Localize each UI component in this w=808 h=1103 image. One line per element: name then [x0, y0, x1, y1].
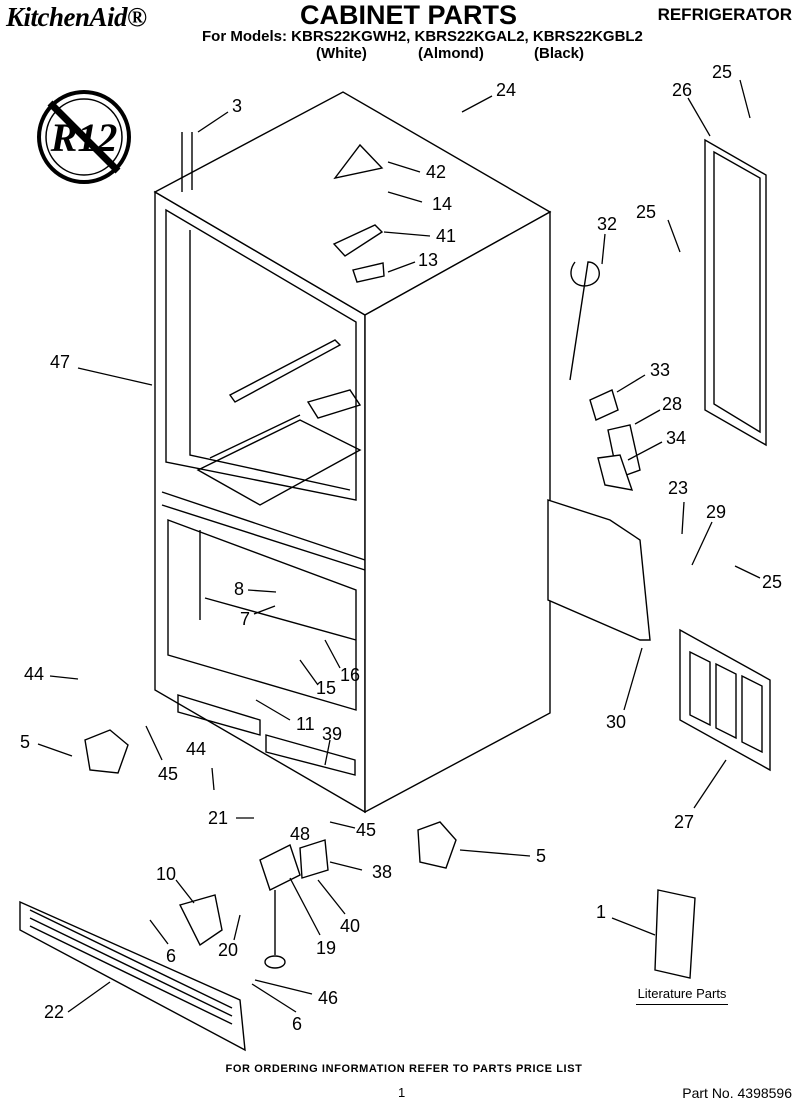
callout-6-top: 6	[166, 946, 176, 966]
callout-1: 1	[596, 902, 606, 922]
callout-20: 20	[218, 940, 238, 960]
callout-14: 14	[432, 194, 452, 214]
callout-41: 41	[436, 226, 456, 246]
category-label: REFRIGERATOR	[657, 5, 792, 24]
callout-19: 19	[316, 938, 336, 958]
part-number: Part No. 4398596	[682, 1085, 792, 1101]
callout-6-bottom: 6	[292, 1014, 302, 1034]
r12-badge: R12	[37, 90, 131, 184]
page-number: 1	[398, 1085, 406, 1100]
color-black: (Black)	[534, 45, 585, 62]
brand-logo: KitchenAid®	[6, 2, 147, 32]
callout-5-left: 5	[20, 732, 30, 752]
callout-44-mid: 44	[186, 739, 206, 759]
page-title: CABINET PARTS	[300, 0, 518, 30]
literature-parts-label: Literature Parts	[636, 986, 728, 1005]
callout-33: 33	[650, 360, 670, 380]
callout-24: 24	[496, 80, 516, 100]
callout-22: 22	[44, 1002, 64, 1022]
callout-25-mid: 25	[636, 202, 656, 222]
callout-39: 39	[322, 724, 342, 744]
callout-16: 16	[340, 665, 360, 685]
callout-3: 3	[232, 96, 242, 116]
callout-28: 28	[662, 394, 682, 414]
callout-labels: 3 24 25 26 42 14 41 13 32 25 47 33 28 34…	[20, 62, 782, 1034]
callout-38: 38	[372, 862, 392, 882]
callout-15: 15	[316, 678, 336, 698]
model-list: For Models: KBRS22KGWH2, KBRS22KGAL2, KB…	[202, 28, 643, 45]
callout-30: 30	[606, 712, 626, 732]
callout-46: 46	[318, 988, 338, 1008]
callout-26: 26	[672, 80, 692, 100]
callout-48: 48	[290, 824, 310, 844]
cabinet-drawing	[19, 91, 771, 1052]
callout-44-left: 44	[24, 664, 44, 684]
callout-25-top: 25	[712, 62, 732, 82]
callout-7: 7	[240, 609, 250, 629]
callout-21: 21	[208, 808, 228, 828]
color-almond: (Almond)	[418, 45, 484, 62]
callout-5-right: 5	[536, 846, 546, 866]
callout-29: 29	[706, 502, 726, 522]
callout-13: 13	[418, 250, 438, 270]
callout-10: 10	[156, 864, 176, 884]
callout-11: 11	[296, 714, 315, 734]
callout-45-left: 45	[158, 764, 178, 784]
ordering-info: FOR ORDERING INFORMATION REFER TO PARTS …	[225, 1063, 583, 1075]
callout-34: 34	[666, 428, 686, 448]
color-white: (White)	[316, 45, 367, 62]
callout-27: 27	[674, 812, 694, 832]
leader-lines	[37, 79, 761, 1013]
callout-45-right: 45	[356, 820, 376, 840]
callout-25-right: 25	[762, 572, 782, 592]
callout-42: 42	[426, 162, 446, 182]
callout-8: 8	[234, 579, 244, 599]
callout-32: 32	[597, 214, 617, 234]
callout-47: 47	[50, 352, 70, 372]
callout-40: 40	[340, 916, 360, 936]
callout-23: 23	[668, 478, 688, 498]
